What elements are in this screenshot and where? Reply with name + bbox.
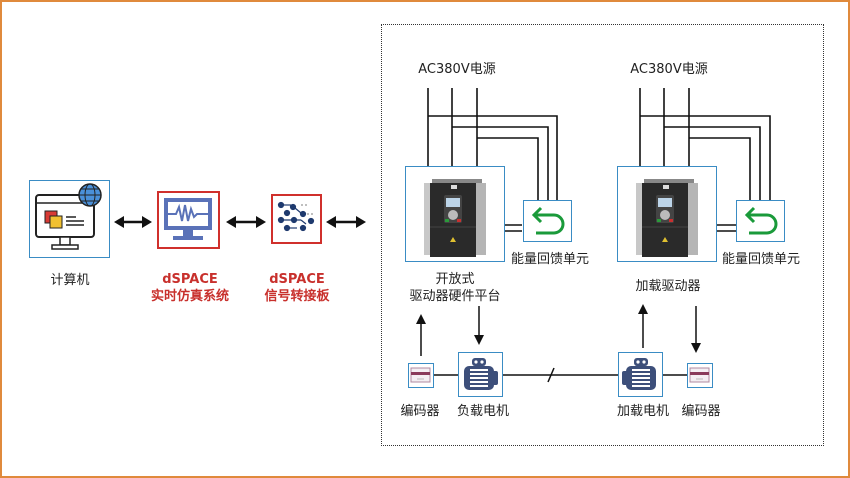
power-lines-right <box>639 88 771 232</box>
bidirectional-arrow-computer-dspace <box>114 216 152 228</box>
load-motor-label: 负载电机 <box>456 404 509 419</box>
computer-node[interactable] <box>29 180 110 258</box>
load-driver-label: 加载驱动器 <box>635 279 701 294</box>
computer-globe-icon <box>35 183 102 250</box>
feedback-unit-left-label: 能量回馈单元 <box>510 252 589 267</box>
power-lines-left <box>427 88 558 232</box>
bidirectional-arrow-dspace-board <box>226 216 266 228</box>
motor-icon <box>464 358 498 390</box>
computer-label: 计算机 <box>50 273 90 288</box>
return-arrow-icon <box>744 206 778 235</box>
shaft-lines <box>434 367 687 383</box>
dspace-board-label-line2: 信号转接板 <box>264 289 330 304</box>
feedback-unit-right-node[interactable] <box>736 200 785 242</box>
encoder-icon <box>410 367 431 383</box>
encoder-right-label: 编码器 <box>681 404 721 419</box>
return-arrow-icon <box>531 206 565 235</box>
drive-motor-node[interactable] <box>618 352 663 397</box>
monitor-waveform-icon <box>164 198 212 240</box>
arrow-encoder-to-driver <box>416 314 426 356</box>
drive-motor-label: 加载电机 <box>616 404 669 419</box>
load-driver-node[interactable] <box>617 166 717 262</box>
open-driver-label-line2: 驱动器硬件平台 <box>409 289 501 304</box>
power-source-left-label: AC380V电源 <box>418 62 496 77</box>
circuit-board-icon <box>277 201 315 232</box>
encoder-icon <box>689 367 710 383</box>
feedback-unit-left-node[interactable] <box>523 200 572 242</box>
hardware-boundary <box>381 24 824 446</box>
arrow-driver-to-motor <box>474 306 484 345</box>
bidirectional-arrow-board-hardware <box>326 216 366 228</box>
power-source-right-label: AC380V电源 <box>630 62 708 77</box>
encoder-left-label: 编码器 <box>400 404 440 419</box>
feedback-unit-right-label: 能量回馈单元 <box>721 252 800 267</box>
open-driver-label-line1: 开放式 <box>435 272 475 287</box>
inverter-icon <box>424 179 486 257</box>
inverter-icon <box>636 179 698 257</box>
dspace-sim-label-line2: 实时仿真系统 <box>150 289 229 304</box>
encoder-left-node[interactable] <box>408 363 434 388</box>
dspace-sim-node[interactable] <box>157 191 220 249</box>
open-driver-platform-node[interactable] <box>405 166 505 262</box>
dspace-board-label-line1: dSPACE <box>269 272 325 287</box>
arrow-motor-to-load-driver <box>638 304 648 348</box>
arrow-load-driver-to-encoder <box>691 306 701 353</box>
dspace-board-node[interactable] <box>271 194 322 244</box>
dspace-sim-label-line1: dSPACE <box>162 272 218 287</box>
motor-icon <box>622 358 656 390</box>
encoder-right-node[interactable] <box>687 363 713 388</box>
load-motor-node[interactable] <box>458 352 503 397</box>
